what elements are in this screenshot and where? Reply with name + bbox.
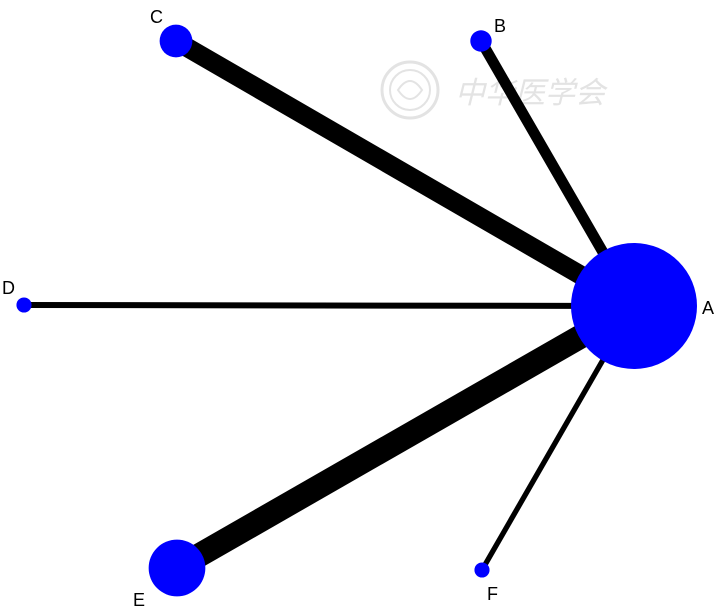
node-label-c: C [150, 7, 163, 27]
node-b [470, 30, 492, 52]
edge-c-a [171, 32, 639, 315]
node-d [16, 297, 32, 313]
node-label-f: F [487, 584, 498, 604]
watermark-text: 中华医学会 [455, 76, 608, 111]
edge-d-a [23, 302, 635, 309]
node-label-d: D [2, 278, 15, 298]
node-f [474, 562, 490, 578]
node-a [571, 243, 697, 369]
node-label-a: A [702, 298, 714, 318]
edge-e-a [171, 295, 640, 579]
watermark: 中华医学会 [380, 60, 608, 120]
edge-layer [23, 32, 640, 579]
node-label-b: B [494, 16, 506, 36]
node-layer [16, 24, 697, 597]
node-c [159, 24, 193, 58]
watermark-seal-icon [380, 60, 440, 120]
label-layer: A B C D E F [2, 7, 714, 610]
node-label-e: E [133, 590, 145, 610]
node-e [148, 539, 206, 597]
